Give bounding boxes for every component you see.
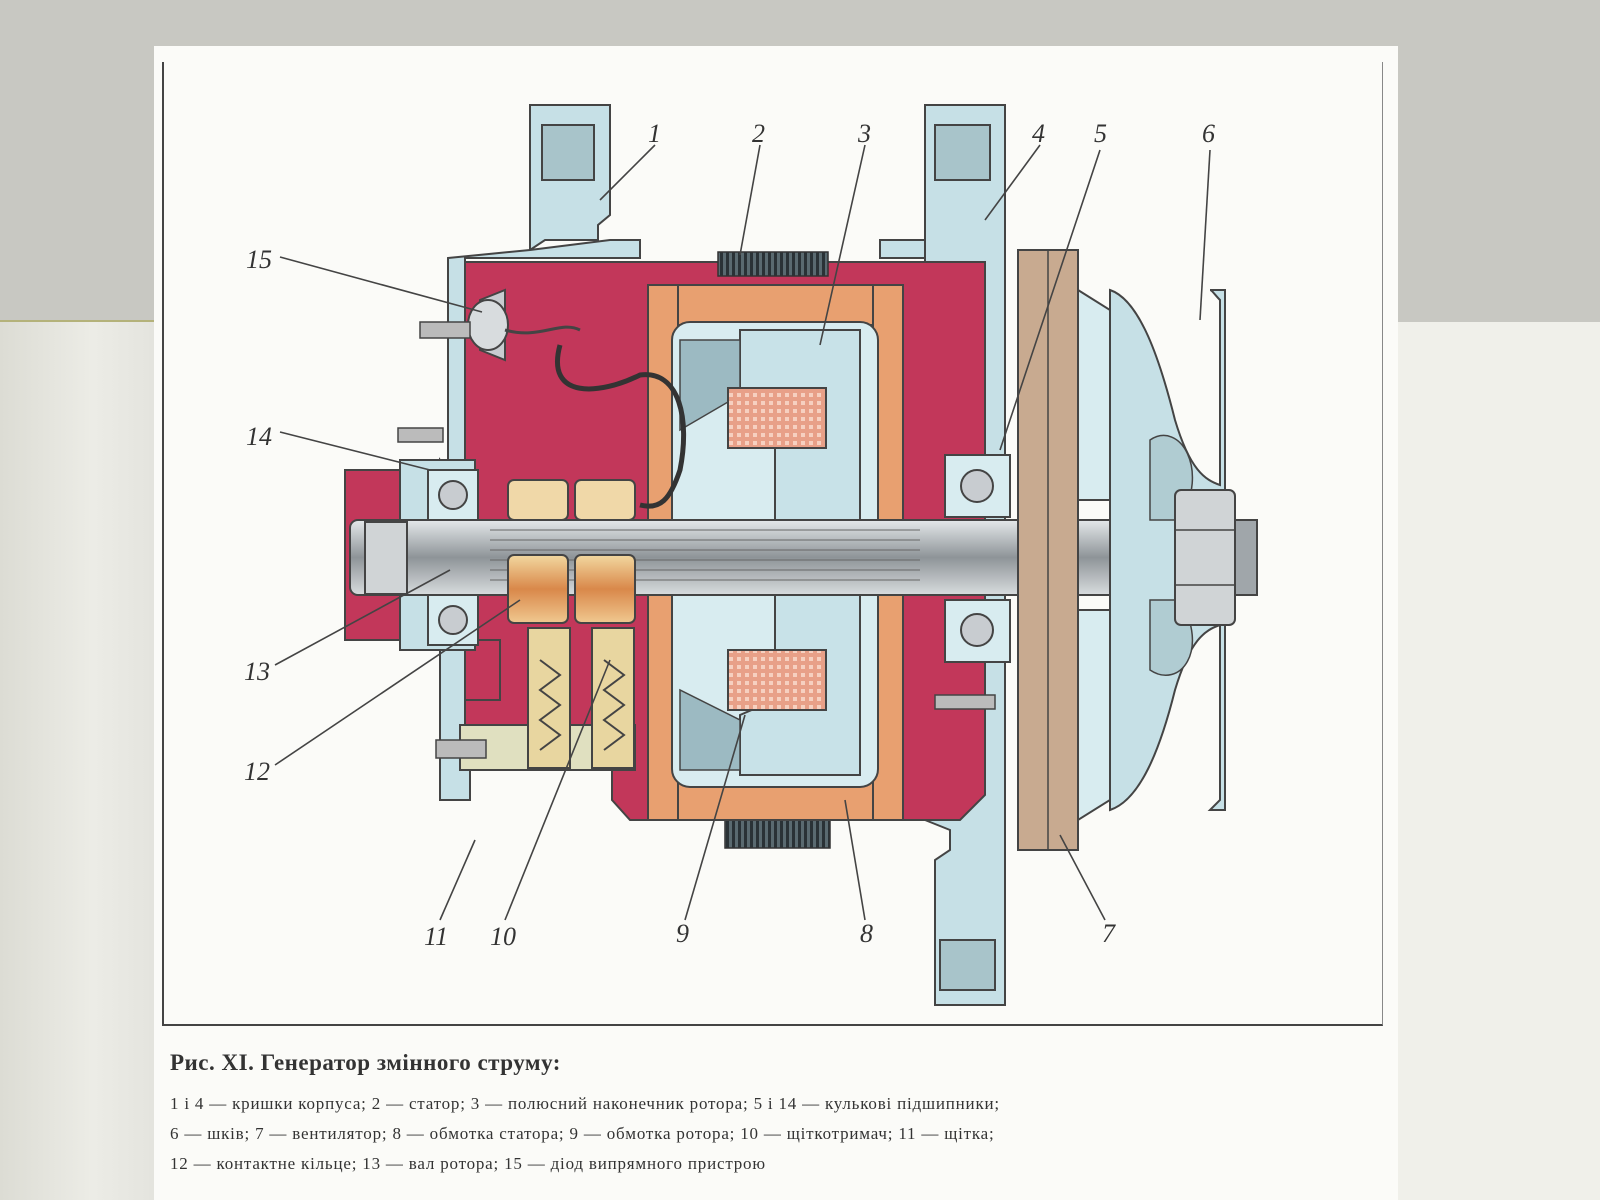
- slip-ring-top-b: [574, 479, 636, 521]
- figure-frame: [162, 62, 1383, 1026]
- slide-background-right: [1398, 322, 1600, 1200]
- callout-5: 5: [1094, 119, 1107, 148]
- callout-9: 9: [676, 919, 689, 948]
- stator-core-top: [717, 251, 829, 277]
- rectifier-diode-15: [397, 288, 996, 710]
- shaft-nut-left: [364, 521, 408, 595]
- slide-background-left: [0, 322, 154, 1200]
- brush-holder-10: [435, 627, 636, 771]
- legend-line-2: 6 — шків; 7 — вентилятор; 8 — обмотка ст…: [170, 1124, 995, 1143]
- ball-bearing-14: [427, 469, 479, 646]
- rotor-winding-top: [727, 387, 827, 449]
- shaft-nut-right: [1174, 489, 1258, 626]
- slip-ring-top-a: [507, 479, 569, 521]
- callout-14: 14: [246, 422, 272, 451]
- slip-ring-12b: [574, 554, 636, 624]
- callout-8: 8: [860, 919, 873, 948]
- callout-6: 6: [1202, 119, 1215, 148]
- callout-10: 10: [490, 922, 516, 951]
- legend-line-1: 1 і 4 — кришки корпуса; 2 — статор; 3 — …: [170, 1094, 1000, 1113]
- callout-12: 12: [244, 757, 270, 786]
- callout-1: 1: [648, 119, 661, 148]
- callout-4: 4: [1032, 119, 1045, 148]
- rotor-winding-bottom-9: [727, 649, 827, 711]
- callout-3: 3: [857, 119, 871, 148]
- slip-ring-12a: [507, 554, 569, 624]
- callout-13: 13: [244, 657, 270, 686]
- ball-bearing-5: [944, 454, 1011, 663]
- callout-11: 11: [424, 922, 448, 951]
- callout-7: 7: [1102, 919, 1116, 948]
- fan-7: [1017, 249, 1111, 851]
- leader-lines: [274, 144, 1211, 921]
- slide-accent-line: [0, 320, 160, 323]
- callout-15: 15: [246, 245, 272, 274]
- callout-2: 2: [752, 119, 765, 148]
- legend-line-3: 12 — контактне кільце; 13 — вал ротора; …: [170, 1154, 766, 1173]
- pulley-6: [1109, 288, 1226, 812]
- figure-caption-title: Рис. XI. Генератор змінного струму:: [170, 1050, 561, 1075]
